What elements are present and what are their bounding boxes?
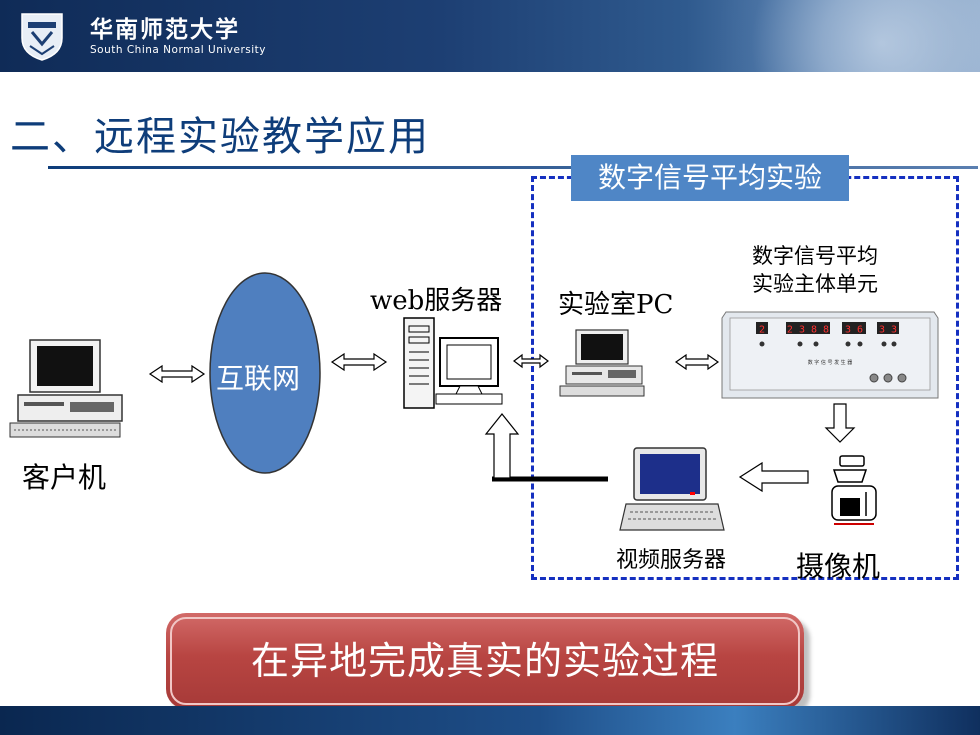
header-bar: 华南师范大学 South China Normal University: [0, 0, 980, 72]
down-arrow-icon: [824, 403, 856, 443]
camera-label: 摄像机: [796, 550, 881, 583]
left-arrow-icon: [738, 461, 809, 493]
lab-pc-icon: [559, 329, 645, 397]
bidirectional-arrow-icon: [148, 364, 206, 384]
device-digit-3: 3 6: [845, 325, 863, 336]
device-digit-1: 2: [759, 325, 765, 336]
web-server-icon: [403, 317, 503, 409]
internet-cloud: [209, 272, 321, 474]
internet-label: 互联网: [216, 362, 301, 395]
globe-decoration: [650, 0, 980, 72]
university-logo-icon: [21, 13, 63, 61]
experiment-label: 数字信号平均实验: [571, 155, 849, 201]
lab-pc-label: 实验室PC: [558, 290, 674, 320]
page-title: 二、远程实验教学应用: [10, 114, 430, 160]
banner-text: 在异地完成真实的实验过程: [250, 639, 719, 683]
device-digit-2: 2 3 8 8: [787, 325, 829, 336]
up-arrow-icon: [484, 413, 520, 479]
video-server-label: 视频服务器: [616, 548, 727, 573]
device-caption: 数 字 信 号 发 生 器: [808, 359, 853, 366]
client-computer-icon: [9, 339, 123, 438]
bidirectional-arrow-icon: [330, 352, 388, 372]
footer-bar: [0, 706, 980, 735]
client-label: 客户机: [22, 461, 107, 494]
web-server-label: web服务器: [370, 286, 503, 316]
conclusion-banner: 在异地完成真实的实验过程: [166, 613, 804, 709]
signal-generator-device: [721, 311, 939, 399]
main-unit-label-line1: 数字信号平均: [752, 244, 878, 268]
banner-inner-border: [170, 617, 800, 705]
bidirectional-arrow-icon: [674, 353, 720, 371]
video-server-icon: [619, 447, 725, 531]
device-digit-4: 3 3: [879, 325, 897, 336]
bidirectional-arrow-icon: [513, 353, 549, 369]
camera-icon: [831, 455, 877, 525]
main-unit-label-line2: 实验主体单元: [752, 272, 878, 296]
university-name-en: South China Normal University: [90, 44, 266, 56]
university-name-cn: 华南师范大学: [90, 16, 240, 43]
